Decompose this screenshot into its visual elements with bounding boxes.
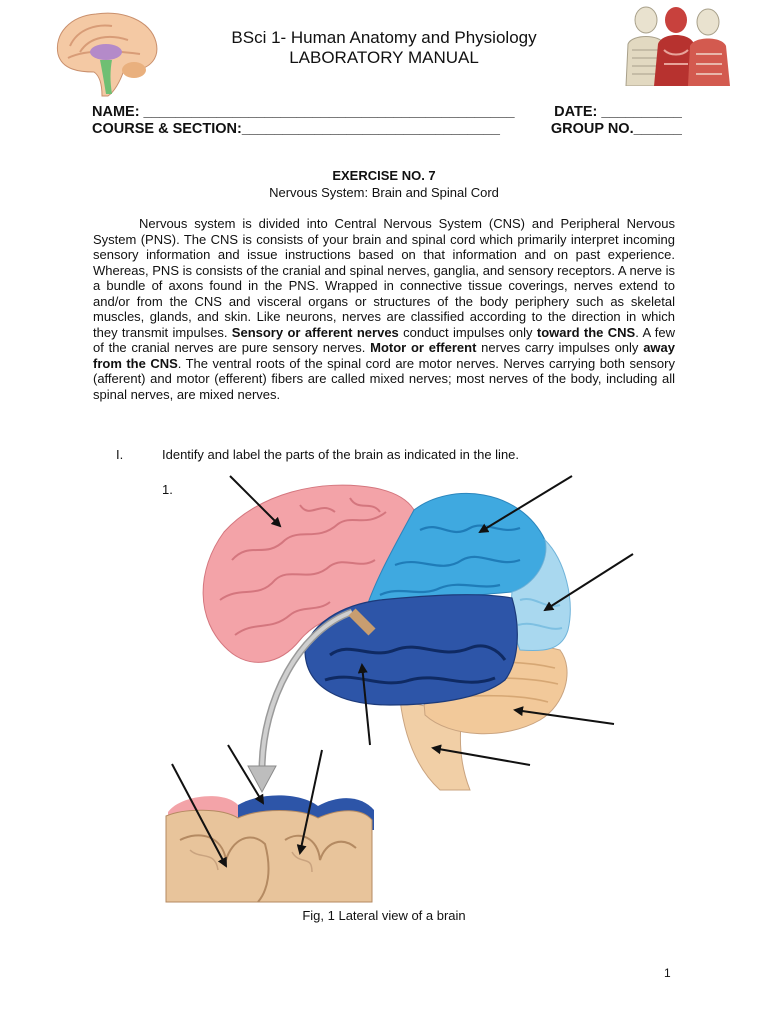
para-text: . A few of the cranial nerves are pure s… (93, 324, 675, 356)
para-bold: away from the CNS (93, 340, 675, 371)
pointer-arrow-sulcus (171, 763, 227, 868)
skeleton-muscle-image (610, 4, 740, 86)
para-text: conduct impulses only (398, 324, 537, 340)
name-field[interactable]: NAME: __________________________________… (92, 104, 515, 120)
para-text: . The ventral roots of the spinal cord a… (93, 355, 675, 402)
tissue-block (165, 809, 373, 903)
course-title: BSci 1- Human Anatomy and Physiology (231, 28, 537, 47)
para-bold: toward the CNS (536, 324, 636, 340)
pointer-arrow-cerebellum (513, 706, 615, 725)
manual-title: BSci 1- Human Anatomy and Physiology LAB… (0, 28, 768, 68)
exercise-subtitle: Nervous System: Brain and Spinal Cord (269, 185, 499, 200)
intro-paragraph: Nervous system is divided into Central N… (93, 216, 675, 402)
para-text: nerves carry impulses only (476, 340, 644, 355)
para-text: Nervous system is divided into Central N… (93, 216, 675, 340)
pointer-arrow-occipital (543, 553, 634, 612)
brain-sagittal-image (56, 12, 158, 97)
para-bold: Motor or efferent (370, 340, 477, 355)
task-instruction: Identify and label the parts of the brai… (162, 447, 520, 462)
para-bold: Sensory or afferent nerves (231, 324, 399, 340)
manual-label: LABORATORY MANUAL (289, 48, 479, 67)
course-row: COURSE & SECTION:_______________________… (92, 121, 682, 138)
page-number: 1 (664, 966, 671, 980)
pointer-arrow-fissure (296, 749, 323, 855)
pointer-arrow-frontal (229, 475, 282, 528)
pointer-arrow-temporal (357, 663, 371, 746)
label-number-1: 1. (162, 482, 173, 497)
group-field[interactable]: GROUP NO.______ (550, 121, 682, 137)
student-info-form: NAME: __________________________________… (92, 104, 682, 138)
exercise-number: EXERCISE NO. 7 (332, 168, 436, 183)
date-field[interactable]: DATE: __________ (554, 104, 682, 120)
pointer-arrow-brainstem (431, 744, 531, 766)
course-section-field[interactable]: COURSE & SECTION:_______________________… (92, 121, 500, 137)
name-row: NAME: __________________________________… (92, 104, 682, 121)
pointer-arrow-parietal (478, 475, 573, 534)
section-roman-numeral: I. (116, 447, 124, 462)
figure-caption: Fig, 1 Lateral view of a brain (302, 908, 466, 923)
pointer-arrow-gyrus (227, 744, 265, 805)
